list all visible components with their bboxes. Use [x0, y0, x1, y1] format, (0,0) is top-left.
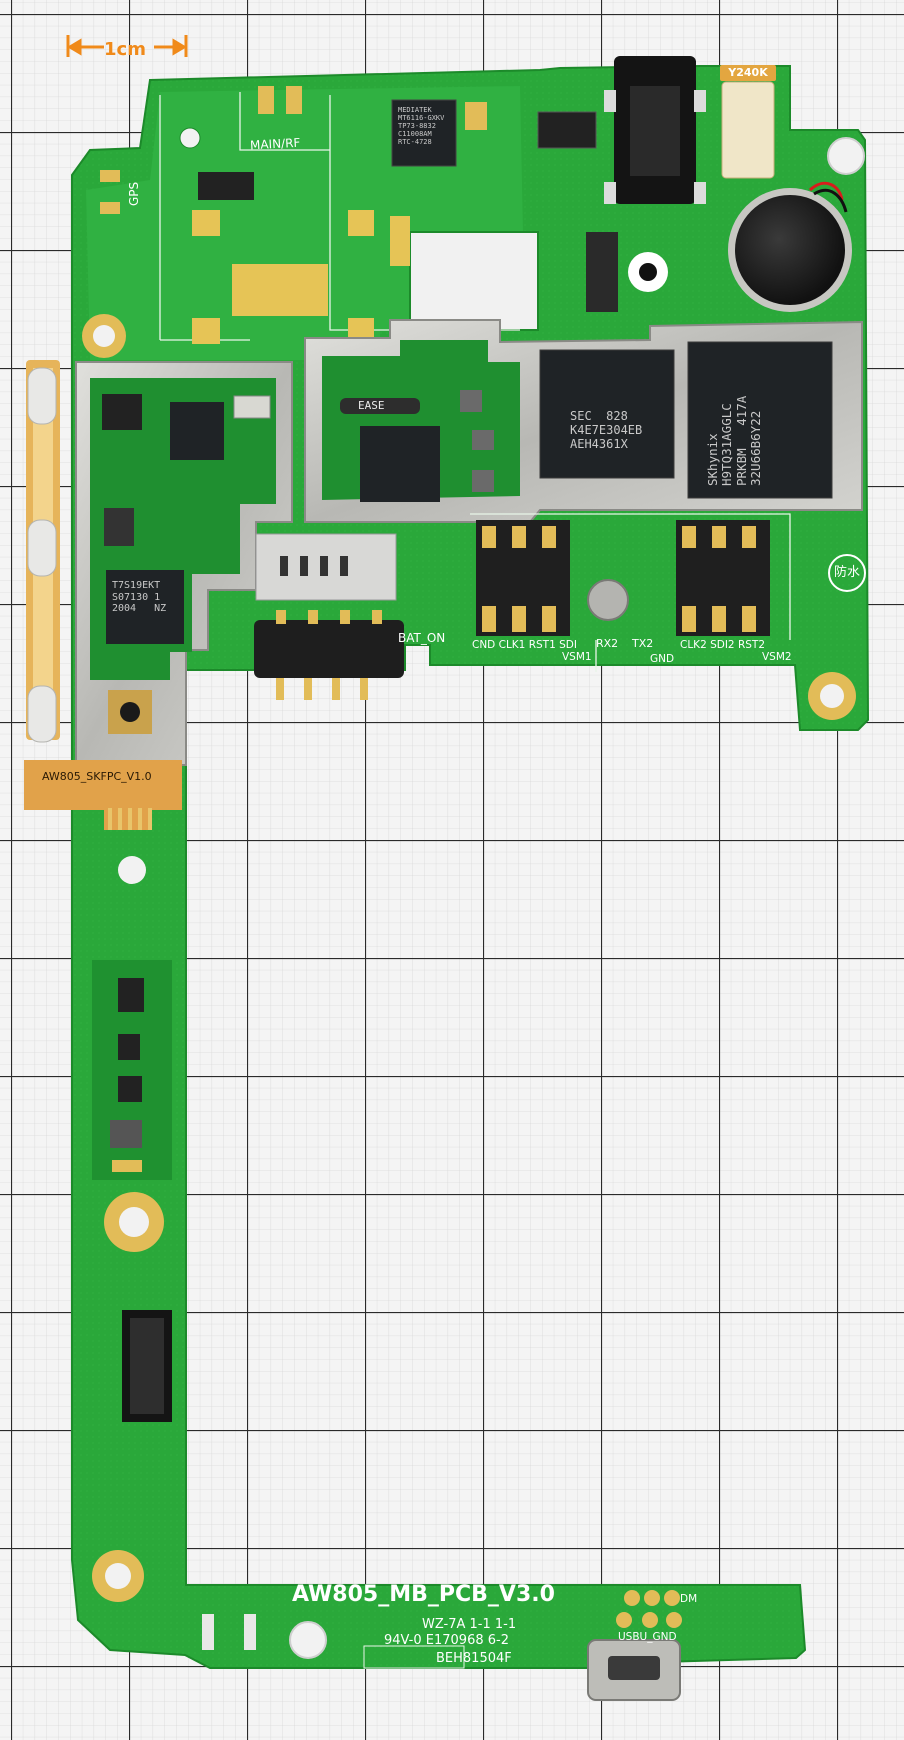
chip-small [465, 102, 487, 130]
chip-sec-memory [539, 349, 675, 479]
sim-card-holder [255, 533, 397, 601]
chip-small [102, 394, 142, 430]
chip-skhynix-text: SKhynix H9TQ31AGGLC PRKBM 417A 32U66B6Y2… [705, 395, 764, 486]
chip-pmic [106, 570, 184, 644]
connector-fpc [586, 232, 618, 312]
gold-pad [192, 318, 220, 344]
sim-slot-2 [676, 520, 770, 636]
gold-pad [390, 216, 410, 266]
chip-sec-text: SEC 828 K4E7E304EB AEH4361X [570, 409, 643, 451]
dm-label: DM [680, 1593, 698, 1605]
sim1-label: VSM1 [562, 651, 592, 663]
gps-label: GPS [127, 181, 141, 206]
scale-label: 1cm [104, 39, 146, 60]
sim2-label: VSM2 [762, 651, 792, 663]
side-silk-label: MAIN/RF [249, 135, 301, 153]
vibration-motor [728, 181, 852, 312]
mounting-hole [118, 856, 146, 884]
side-button-flex [24, 360, 182, 830]
mounting-hole [179, 127, 201, 149]
chip-small [170, 402, 224, 460]
silkscreen-outline [470, 513, 791, 672]
chip-small [198, 172, 254, 200]
battery-connector [254, 610, 404, 700]
chip-small [460, 390, 482, 412]
chip-small [104, 508, 134, 546]
bottom-components [202, 1590, 682, 1701]
gold-pad [232, 264, 328, 316]
tx2-label: TX2 [632, 637, 654, 650]
chip-small [472, 430, 494, 450]
mounting-hole-group [82, 127, 865, 1659]
board-title: AW805_MB_PCB_V3.0 [292, 1582, 555, 1607]
gps-connector-pads [100, 86, 302, 214]
connector-fpc [537, 111, 597, 149]
antenna-cutout [409, 231, 539, 331]
fpc-label: AW805_SKFPC_V1.0 [42, 770, 152, 783]
cert-line-3: BEH81504F [436, 1651, 512, 1666]
gold-pad [348, 210, 374, 236]
chip-small [360, 426, 440, 502]
audio-jack [604, 56, 706, 204]
chip-small [472, 470, 494, 492]
sim1-pin-labels: CND CLK1 RST1 SDI [472, 639, 577, 651]
chip-pmic-text: T7S19EKT S07130 1 2004 NZ [112, 580, 167, 614]
gnd-label: GND [650, 653, 675, 665]
waterproof-mark: 防水 [828, 554, 866, 592]
component-y240k [721, 81, 775, 179]
usb-gnd-label: USBU_GND [618, 1631, 677, 1643]
cert-line-1: WZ-7A 1-1 1-1 [422, 1617, 517, 1632]
mounting-hole [289, 1621, 327, 1659]
chip-mediatek [391, 99, 457, 167]
sim2-pin-labels: CLK2 SDI2 RST2 [680, 639, 766, 651]
chip-mediatek-text: MEDIATEK MT6116-GXKV TP73-8832 C11008AM … [398, 106, 445, 147]
scale-arrow [66, 35, 188, 57]
chip-ease-text: EASE [358, 399, 385, 412]
sim-slot-1 [476, 520, 570, 636]
cert-line-2: 94V-0 E170968 6-2 [384, 1633, 509, 1648]
crystal [233, 395, 271, 419]
chip-skhynix-flash [687, 341, 833, 499]
mounting-hole [827, 137, 865, 175]
chip-ease [340, 398, 420, 414]
gold-pad [192, 210, 220, 236]
bat-label: BAT_ON [398, 631, 446, 645]
lower-strip-components [92, 960, 172, 1422]
capacitor-can [587, 579, 629, 621]
rx2-label: RX2 [596, 637, 619, 650]
rf-test-connector [108, 690, 152, 734]
component-tag-label: Y240K [720, 65, 776, 81]
